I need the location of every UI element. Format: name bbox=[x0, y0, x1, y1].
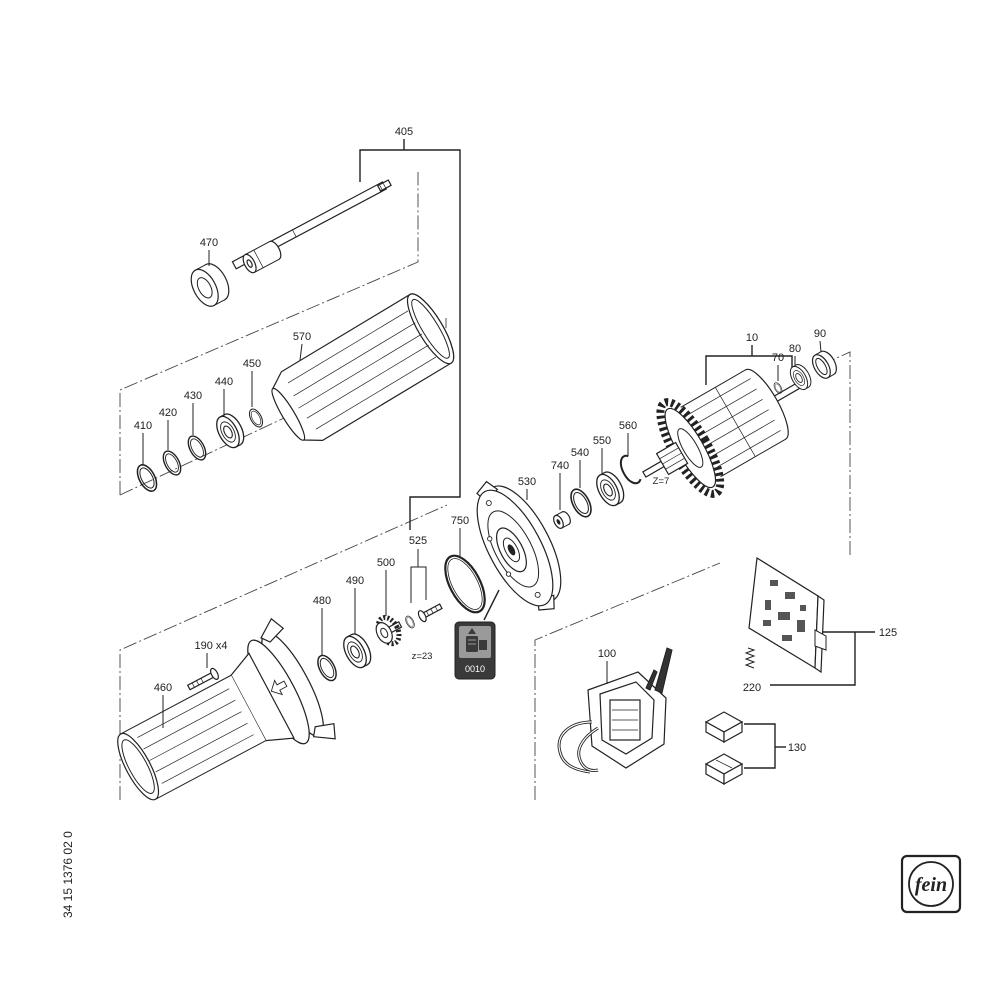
leader-570 bbox=[299, 343, 303, 361]
label-530: 530 bbox=[518, 476, 536, 488]
ring-420 bbox=[159, 447, 185, 479]
screw-190 bbox=[186, 667, 219, 691]
label-460: 460 bbox=[154, 682, 172, 694]
leader-90 bbox=[819, 340, 822, 353]
spring-220 bbox=[744, 647, 756, 669]
frame-upper bbox=[119, 172, 419, 495]
snap-ring-560 bbox=[619, 454, 642, 485]
label-490: 490 bbox=[346, 575, 364, 587]
label-570: 570 bbox=[293, 331, 311, 343]
ring-430 bbox=[184, 432, 210, 464]
label-190: 190 x4 bbox=[194, 640, 227, 652]
pinion-500 bbox=[375, 615, 403, 647]
label-750: 750 bbox=[451, 515, 469, 527]
label-420: 420 bbox=[159, 407, 177, 419]
o-ring-750 bbox=[444, 554, 486, 614]
housing-tube-570 bbox=[271, 293, 455, 441]
motor-housing-460 bbox=[117, 617, 336, 801]
bracket-525 bbox=[410, 566, 427, 603]
ball-bearing-550 bbox=[591, 467, 629, 510]
carbon-brush-130-upper bbox=[704, 711, 744, 744]
label-220: 220 bbox=[743, 682, 761, 694]
ball-bearing-490 bbox=[338, 629, 376, 672]
fein-logo: fein bbox=[900, 854, 962, 914]
label-480: 480 bbox=[313, 595, 331, 607]
frame-right bbox=[534, 562, 721, 800]
bracket-10 bbox=[705, 355, 793, 385]
label-100: 100 bbox=[598, 648, 616, 660]
label-405: 405 bbox=[395, 126, 413, 138]
label-450: 450 bbox=[243, 358, 261, 370]
arrow-marking bbox=[270, 679, 288, 696]
bracket-125-220 bbox=[770, 632, 856, 686]
label-70: 70 bbox=[772, 352, 784, 364]
frame-right-upper bbox=[827, 351, 851, 555]
ring-480 bbox=[313, 651, 341, 685]
label-90: 90 bbox=[814, 328, 826, 340]
label-740: 740 bbox=[551, 460, 569, 472]
drawing-number: 34 15 1376 02 0 bbox=[61, 831, 75, 918]
badge-code: 0010 bbox=[465, 664, 485, 674]
label-560: 560 bbox=[619, 420, 637, 432]
label-125: 125 bbox=[879, 627, 897, 639]
o-ring-540 bbox=[566, 485, 596, 521]
grease-badge: 0010 bbox=[454, 621, 496, 680]
label-10: 10 bbox=[746, 332, 758, 344]
washer-525 bbox=[403, 614, 417, 630]
label-410: 410 bbox=[134, 420, 152, 432]
label-pinion-teeth: z=23 bbox=[412, 651, 433, 662]
label-430: 430 bbox=[184, 390, 202, 402]
label-130: 130 bbox=[788, 742, 806, 754]
label-470: 470 bbox=[200, 237, 218, 249]
grease-tube-icon bbox=[466, 628, 487, 652]
label-550: 550 bbox=[593, 435, 611, 447]
label-500: 500 bbox=[377, 557, 395, 569]
circlip-450 bbox=[246, 406, 266, 430]
label-540: 540 bbox=[571, 447, 589, 459]
ball-bearing-440 bbox=[211, 409, 249, 452]
bracket-130 bbox=[744, 723, 776, 769]
screw-525 bbox=[417, 603, 443, 623]
label-440: 440 bbox=[215, 376, 233, 388]
leader-badge bbox=[483, 589, 500, 621]
label-80: 80 bbox=[789, 343, 801, 355]
logo-text: fein bbox=[915, 874, 947, 896]
circuit-board-125 bbox=[748, 556, 827, 674]
bracket-405 bbox=[359, 149, 461, 530]
bush-740 bbox=[553, 511, 571, 529]
label-armature-teeth: Z=7 bbox=[653, 476, 670, 487]
collet bbox=[242, 240, 282, 274]
collet-nut-470 bbox=[190, 263, 230, 307]
field-coil-100 bbox=[557, 647, 673, 774]
carbon-brush-130-lower bbox=[704, 753, 744, 786]
bearing-flange-530 bbox=[476, 480, 562, 611]
label-525: 525 bbox=[409, 535, 427, 547]
bearing-sleeve-90 bbox=[811, 350, 837, 379]
